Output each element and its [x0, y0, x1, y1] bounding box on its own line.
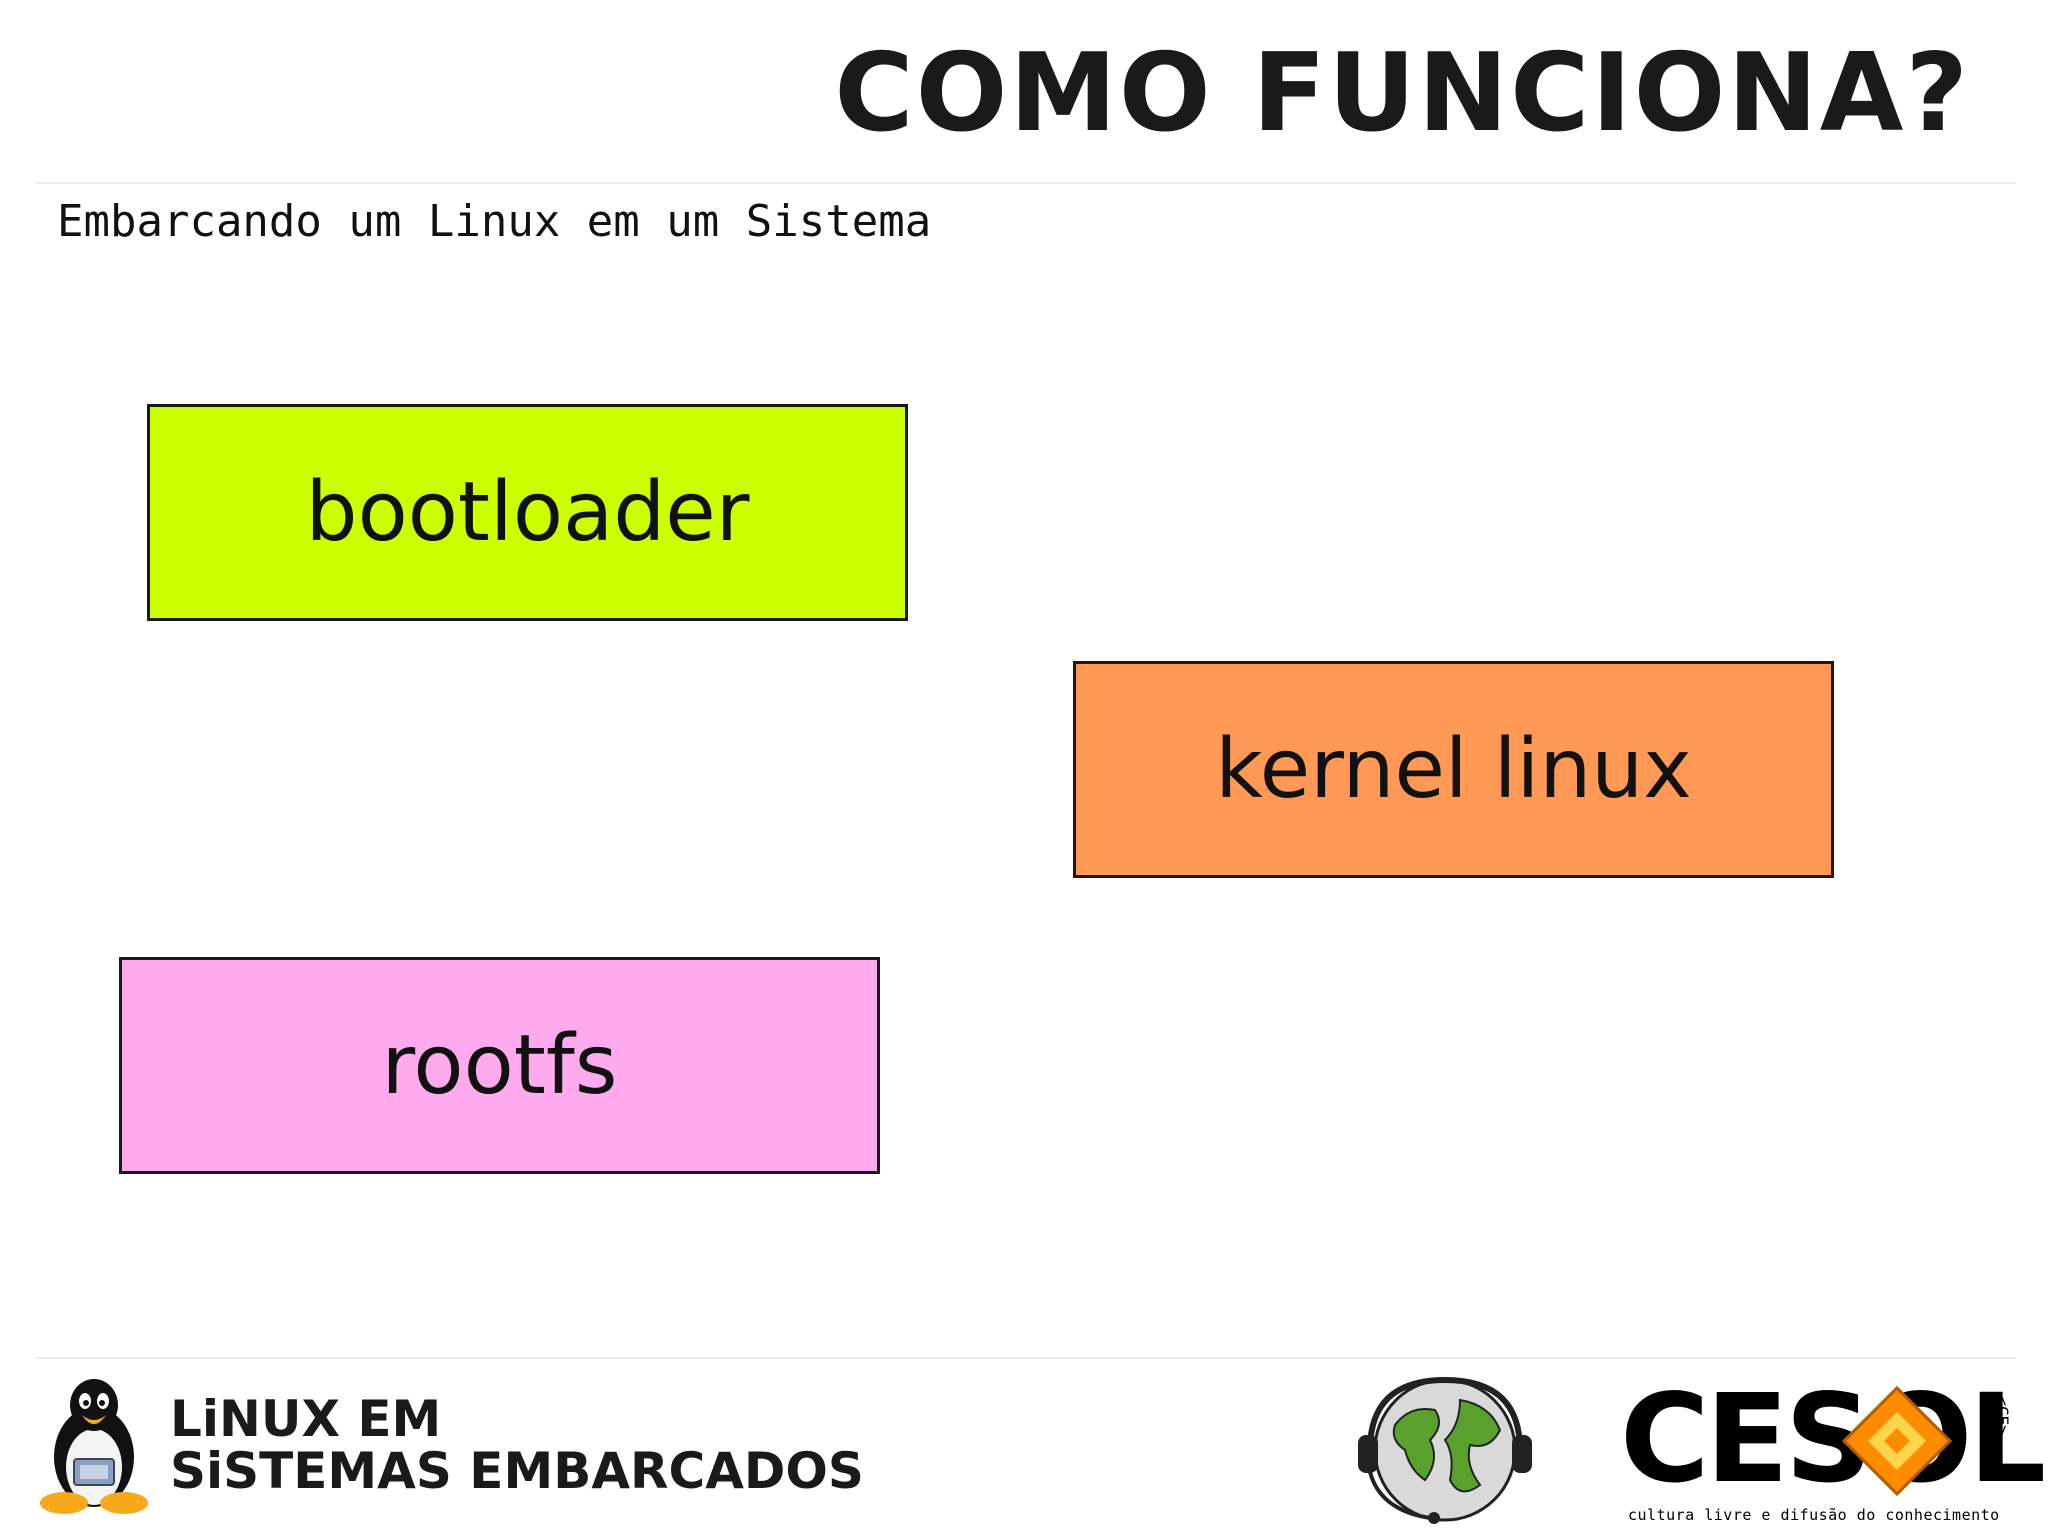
kernel-block: kernel linux: [1073, 661, 1834, 878]
diamond-emblem-icon: [1842, 1386, 1952, 1496]
bootloader-label: bootloader: [305, 465, 750, 560]
bootloader-block: bootloader: [147, 404, 908, 621]
course-brand: LiNUX EM SiSTEMAS EMBARCADOS: [38, 1370, 864, 1520]
cesol-tagline: cultura livre e difusão do conhecimento: [1628, 1506, 2000, 1524]
rootfs-label: rootfs: [381, 1018, 618, 1113]
brand-line-1: LiNUX EM: [170, 1389, 442, 1448]
cesol-region-label: <CE>: [1993, 1396, 2013, 1435]
tux-penguin-icon: [40, 1379, 148, 1514]
slide-title: COMO FUNCIONA?: [834, 31, 1970, 156]
brand-line-2: SiSTEMAS EMBARCADOS: [170, 1442, 864, 1500]
kernel-label: kernel linux: [1215, 722, 1692, 817]
cesol-wordmark: CESOL: [1620, 1368, 2046, 1510]
footer-divider: [36, 1357, 2016, 1359]
cesol-logo: CESOL <CE> cultura livre e difusão do co…: [1620, 1378, 2046, 1528]
header-divider: [36, 182, 2016, 184]
slide-subtitle: Embarcando um Linux em um Sistema: [57, 196, 932, 247]
rootfs-block: rootfs: [119, 957, 880, 1174]
globe-headset-icon: [1358, 1376, 1532, 1524]
